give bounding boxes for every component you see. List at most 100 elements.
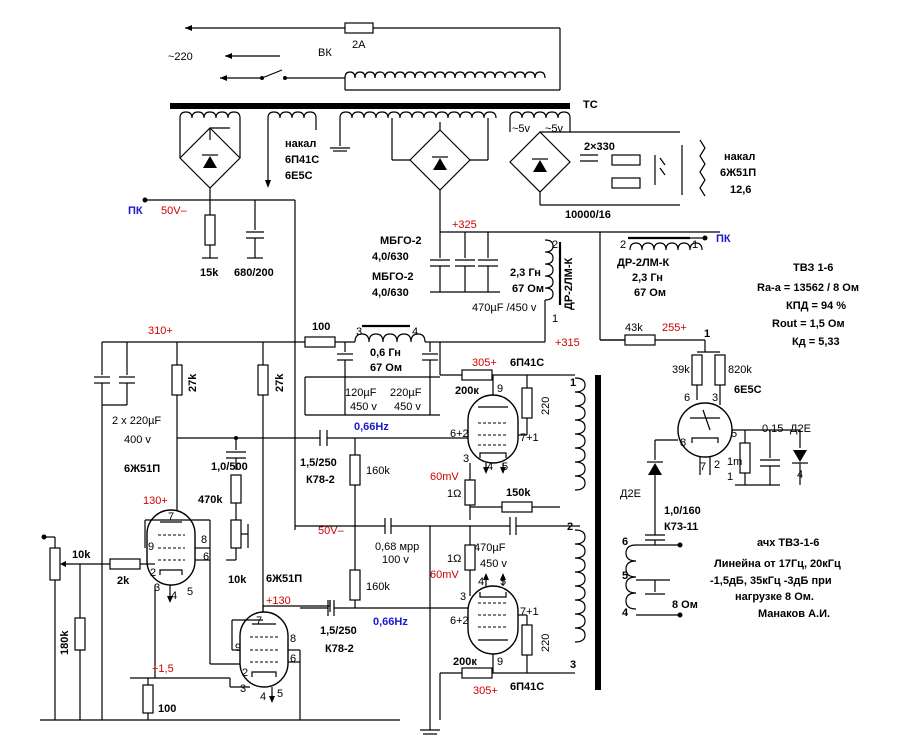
- specs-rout: Rout = 1,5 Ом: [772, 318, 845, 330]
- bias-cap-label: 680/200: [234, 267, 274, 279]
- cathode-resistor-label: 100: [158, 703, 176, 715]
- notes-author: Манаков А.И.: [758, 608, 830, 620]
- heater-label-1: накал: [285, 138, 316, 150]
- input-pot-label: 10k: [72, 549, 91, 561]
- output-50v-label: 50V–: [318, 525, 345, 537]
- choke1-pin1: 1: [552, 313, 558, 325]
- filter-cap2-voltage: 450 v: [394, 401, 421, 413]
- output-cap-mid-voltage: 100 v: [382, 554, 409, 566]
- choke3-pin4: 4: [412, 326, 418, 338]
- transformer-label: ТС: [583, 99, 598, 111]
- ot-load-label: 8 Ом: [672, 599, 698, 611]
- specs-title: ТВЗ 1-6: [793, 262, 833, 274]
- grid-stopper-label: 2k: [117, 575, 130, 587]
- indicator-pin3: 3: [712, 392, 718, 404]
- rail-310-label: 310+: [148, 325, 173, 337]
- specs-kpd: КПД = 94 %: [786, 300, 846, 312]
- ot-pin6: 6: [622, 536, 628, 548]
- indicator-pin7: 7: [700, 461, 706, 473]
- filter-cap2-value: 220µF: [390, 387, 422, 399]
- transformer-secondaries: накал 6П41С 6Е5С ~5v ~5v 2×330: [179, 111, 756, 232]
- choke2-pin2: 2: [620, 239, 626, 251]
- driver-tube2-pin4: 4: [260, 691, 266, 703]
- psu-cap2-value: 4,0/630: [372, 287, 409, 299]
- filter-section: 310+ 100 3 4 0,6 Гн 67 Ом 120µF 450 v 22…: [94, 321, 440, 720]
- output-cap-a: 1,5/250: [300, 457, 337, 469]
- driver-tube2-pin5: 5: [277, 688, 283, 700]
- switch-label: ВК: [318, 47, 332, 59]
- mains-section: 2A ВК ~220 ТС: [168, 22, 598, 111]
- output-freq-2: 0,66Hz: [373, 616, 408, 628]
- output-r160a: 160k: [366, 465, 390, 477]
- heater2-label-2: 6Ж51П: [720, 167, 756, 179]
- indicator-r39k: 39k: [672, 364, 690, 376]
- output-a-pin62: 6+2: [450, 428, 469, 440]
- indicator-coupling-cap: 1,0/160: [664, 505, 701, 517]
- heater-label-2: 6П41С: [285, 154, 319, 166]
- output-a-pin3: 3: [463, 453, 469, 465]
- driver-r27b: 27k: [274, 373, 286, 392]
- output-tube-b-label: 6П41С: [510, 681, 544, 693]
- indicator-cap-015: 0,15: [762, 423, 783, 435]
- driver-tube2-pin2: 2: [242, 667, 248, 679]
- filter-left-cap: 2 x 220µF: [112, 415, 161, 427]
- ot-pin5: 5: [622, 570, 628, 582]
- output-r160b: 160k: [366, 581, 390, 593]
- output-freq-1: 0,66Hz: [354, 421, 389, 433]
- notes-line-2: Линейна от 17Гц, 20кГц: [714, 558, 841, 570]
- notes-block: ачх ТВЗ-1-6 Линейна от 17Гц, 20кГц -1,5д…: [710, 537, 841, 620]
- output-r200a: 200к: [455, 385, 479, 397]
- driver-tube1-pin2: 2: [150, 567, 156, 579]
- specs-block: ТВЗ 1-6 Ra-a = 13562 / 8 Ом КПД = 94 % R…: [757, 262, 859, 348]
- heater2-label-3: 12,6: [730, 184, 751, 196]
- cathode-voltage-label: +1,5: [152, 663, 174, 675]
- specs-kd: Кд = 5,33: [792, 336, 840, 348]
- driver-stage: 27k 27k 1,0/500 470k 10k 6Ж51П 130+: [40, 342, 470, 721]
- driver-r10k: 10k: [228, 574, 247, 586]
- output-transformer: 1 2 3 6 5 4 8 Ом: [560, 374, 698, 690]
- driver-tube2-pin3: 3: [240, 683, 246, 695]
- driver-130-label: 130+: [143, 495, 168, 507]
- filter-cap1-voltage: 450 v: [350, 401, 377, 413]
- output-cap470: 470µF: [474, 542, 506, 554]
- driver-tube1-pin9: 9: [148, 541, 154, 553]
- output-b-pin9: 9: [497, 656, 503, 668]
- output-a-pin4: 4: [487, 461, 493, 473]
- indicator-pin1: 1: [704, 328, 710, 340]
- output-stage: 305+ 6П41С 200к 9 6+2 7+1 3 4 5 220 0,66…: [295, 342, 580, 720]
- driver-r470k: 470k: [198, 494, 223, 506]
- heater-cap-bottom: 10000/16: [565, 209, 611, 221]
- output-b-pin71: 7+1: [520, 606, 539, 618]
- choke3-pin3: 3: [356, 326, 362, 338]
- filter-resistor: 100: [312, 321, 330, 333]
- bias-resistor-label: 15k: [200, 267, 219, 279]
- indicator-r43k: 43k: [625, 322, 643, 334]
- indicator-tube-label: 6Е5С: [734, 384, 762, 396]
- fuse: [344, 22, 374, 34]
- indicator-diode-b: Д2Е: [790, 423, 811, 435]
- driver-coupling-cap: 1,0/500: [211, 461, 248, 473]
- indicator-r1m: 1m: [727, 456, 742, 468]
- output-cap470-voltage: 450 v: [480, 558, 507, 570]
- heater-winding-1: ~5v: [512, 123, 531, 135]
- indicator-diode-a: Д2Е: [620, 488, 641, 500]
- output-cap-mid: 0,68 мрр: [375, 541, 419, 553]
- hv-supply: +325 МБГО-2 4,0/630 МБГО-2 4,0/630 2,3 Г…: [372, 219, 731, 349]
- ot-pin3: 3: [570, 659, 576, 671]
- heater-winding-2: ~5v: [545, 123, 564, 135]
- psu-325-label: +325: [452, 219, 477, 231]
- psu-cap2-type: МБГО-2: [372, 271, 414, 283]
- driver-tube2-pin8: 8: [290, 633, 296, 645]
- output-r220a: 220: [540, 397, 552, 415]
- psu-cap1-type: МБГО-2: [380, 235, 422, 247]
- driver-tube1-pin6: 6: [203, 551, 209, 563]
- choke2-pk-label: ПК: [716, 233, 731, 245]
- output-tube-b: [467, 585, 519, 655]
- driver-tube2-pin6: 6: [290, 653, 296, 665]
- notes-line-1: ачх ТВЗ-1-6: [757, 537, 819, 549]
- filter-left-cap-voltage: 400 v: [124, 434, 151, 446]
- bias-voltage-label: 50V–: [161, 205, 188, 217]
- indicator-pin1-lower: 1: [727, 471, 733, 483]
- output-b-pin3: 3: [460, 591, 466, 603]
- choke1-name: ДР-2ЛМ-К: [563, 258, 575, 310]
